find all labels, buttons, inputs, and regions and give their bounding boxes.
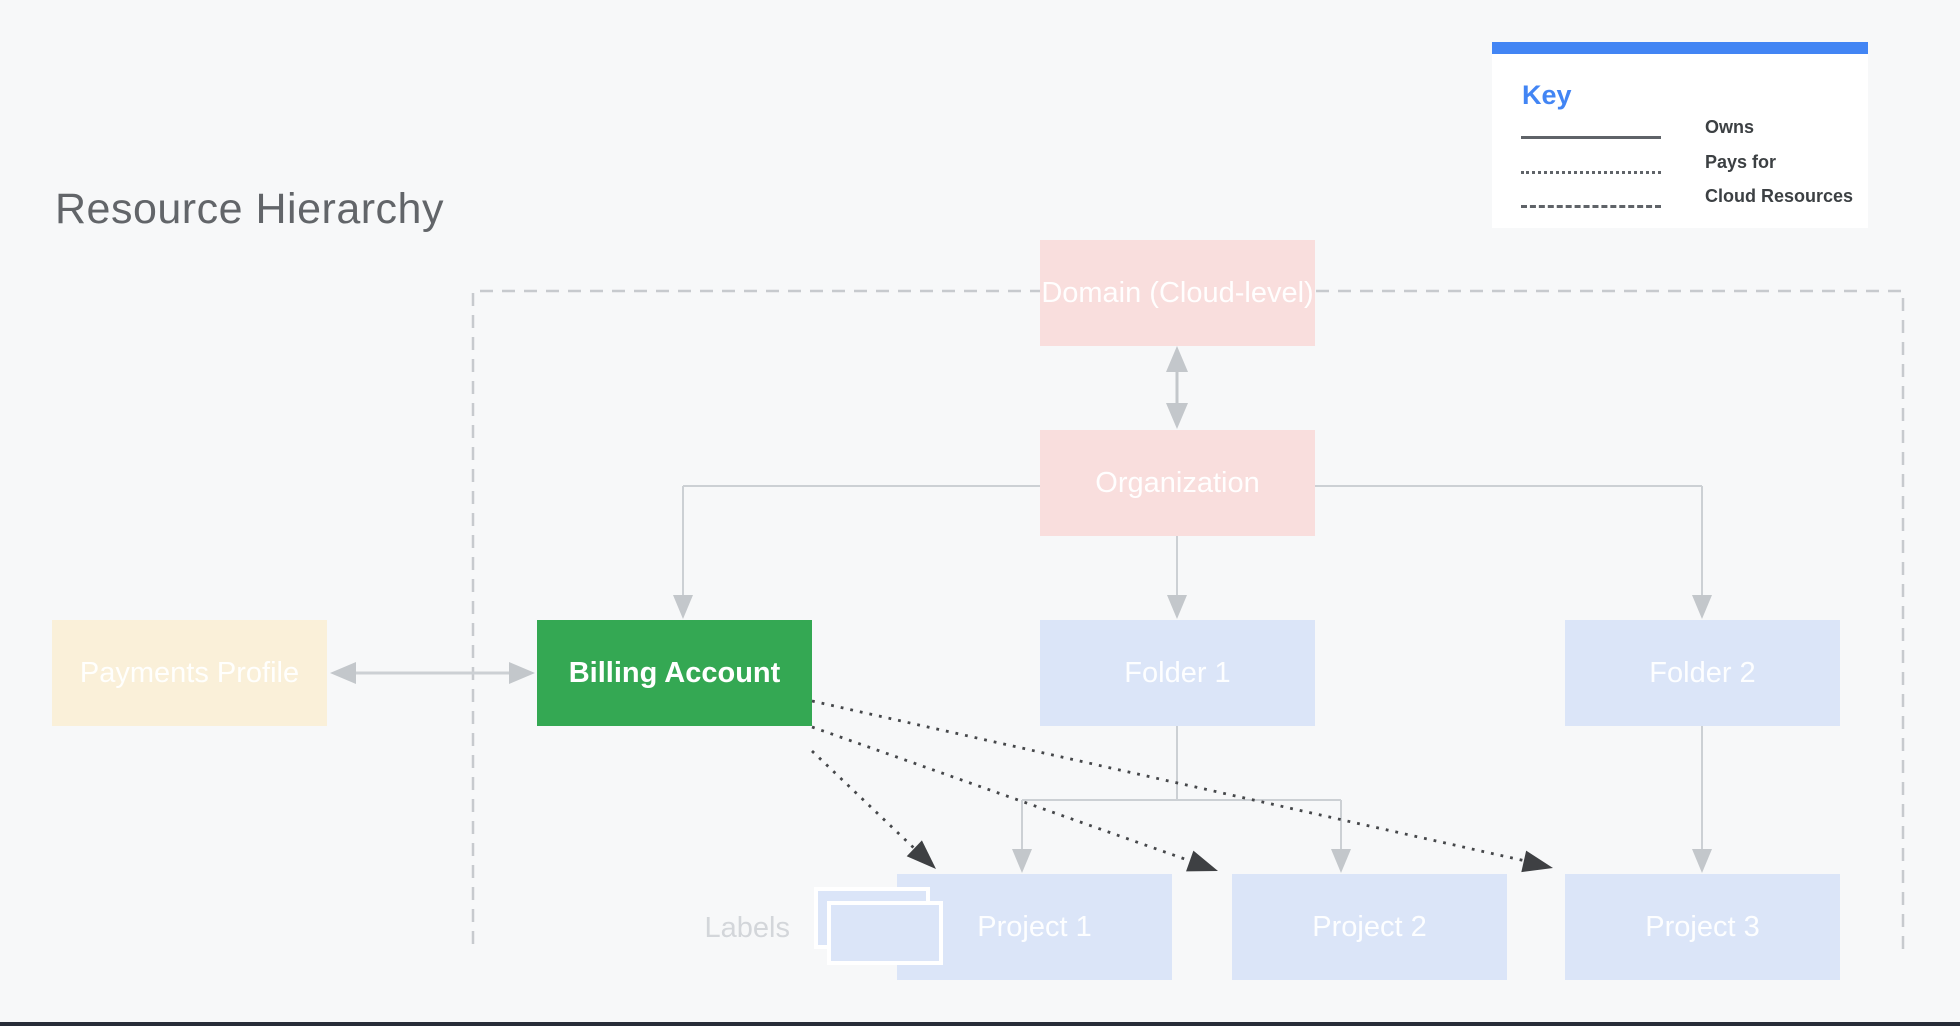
node-billing-account: Billing Account (537, 620, 812, 726)
bottom-edge-bar (0, 1022, 1960, 1026)
legend-panel: Key Owns Pays for Cloud Resources (1492, 42, 1868, 228)
node-payments-profile: Payments Profile (52, 620, 327, 726)
legend-line-solid-icon (1521, 136, 1661, 139)
node-folder-1: Folder 1 (1040, 620, 1315, 726)
labels-annotation: Labels (704, 912, 790, 944)
legend-label-owns: Owns (1705, 117, 1755, 137)
legend-line-dashed-icon (1521, 205, 1661, 208)
legend-body: Key Owns Pays for Cloud Resources (1492, 54, 1868, 228)
labels-card-icon (827, 901, 943, 965)
legend-label-pays-for: Pays for (1705, 152, 1777, 172)
legend-accent-bar (1492, 42, 1868, 54)
node-domain: Domain (Cloud-level) (1040, 240, 1315, 346)
node-project-3: Project 3 (1565, 874, 1840, 980)
node-organization: Organization (1040, 430, 1315, 536)
legend-line-dotted-icon (1521, 171, 1661, 174)
legend-label-cloud-resources: Cloud Resources (1705, 186, 1854, 206)
page-title: Resource Hierarchy (55, 185, 444, 233)
legend-title: Key (1522, 80, 1572, 110)
node-folder-2: Folder 2 (1565, 620, 1840, 726)
node-project-2: Project 2 (1232, 874, 1507, 980)
